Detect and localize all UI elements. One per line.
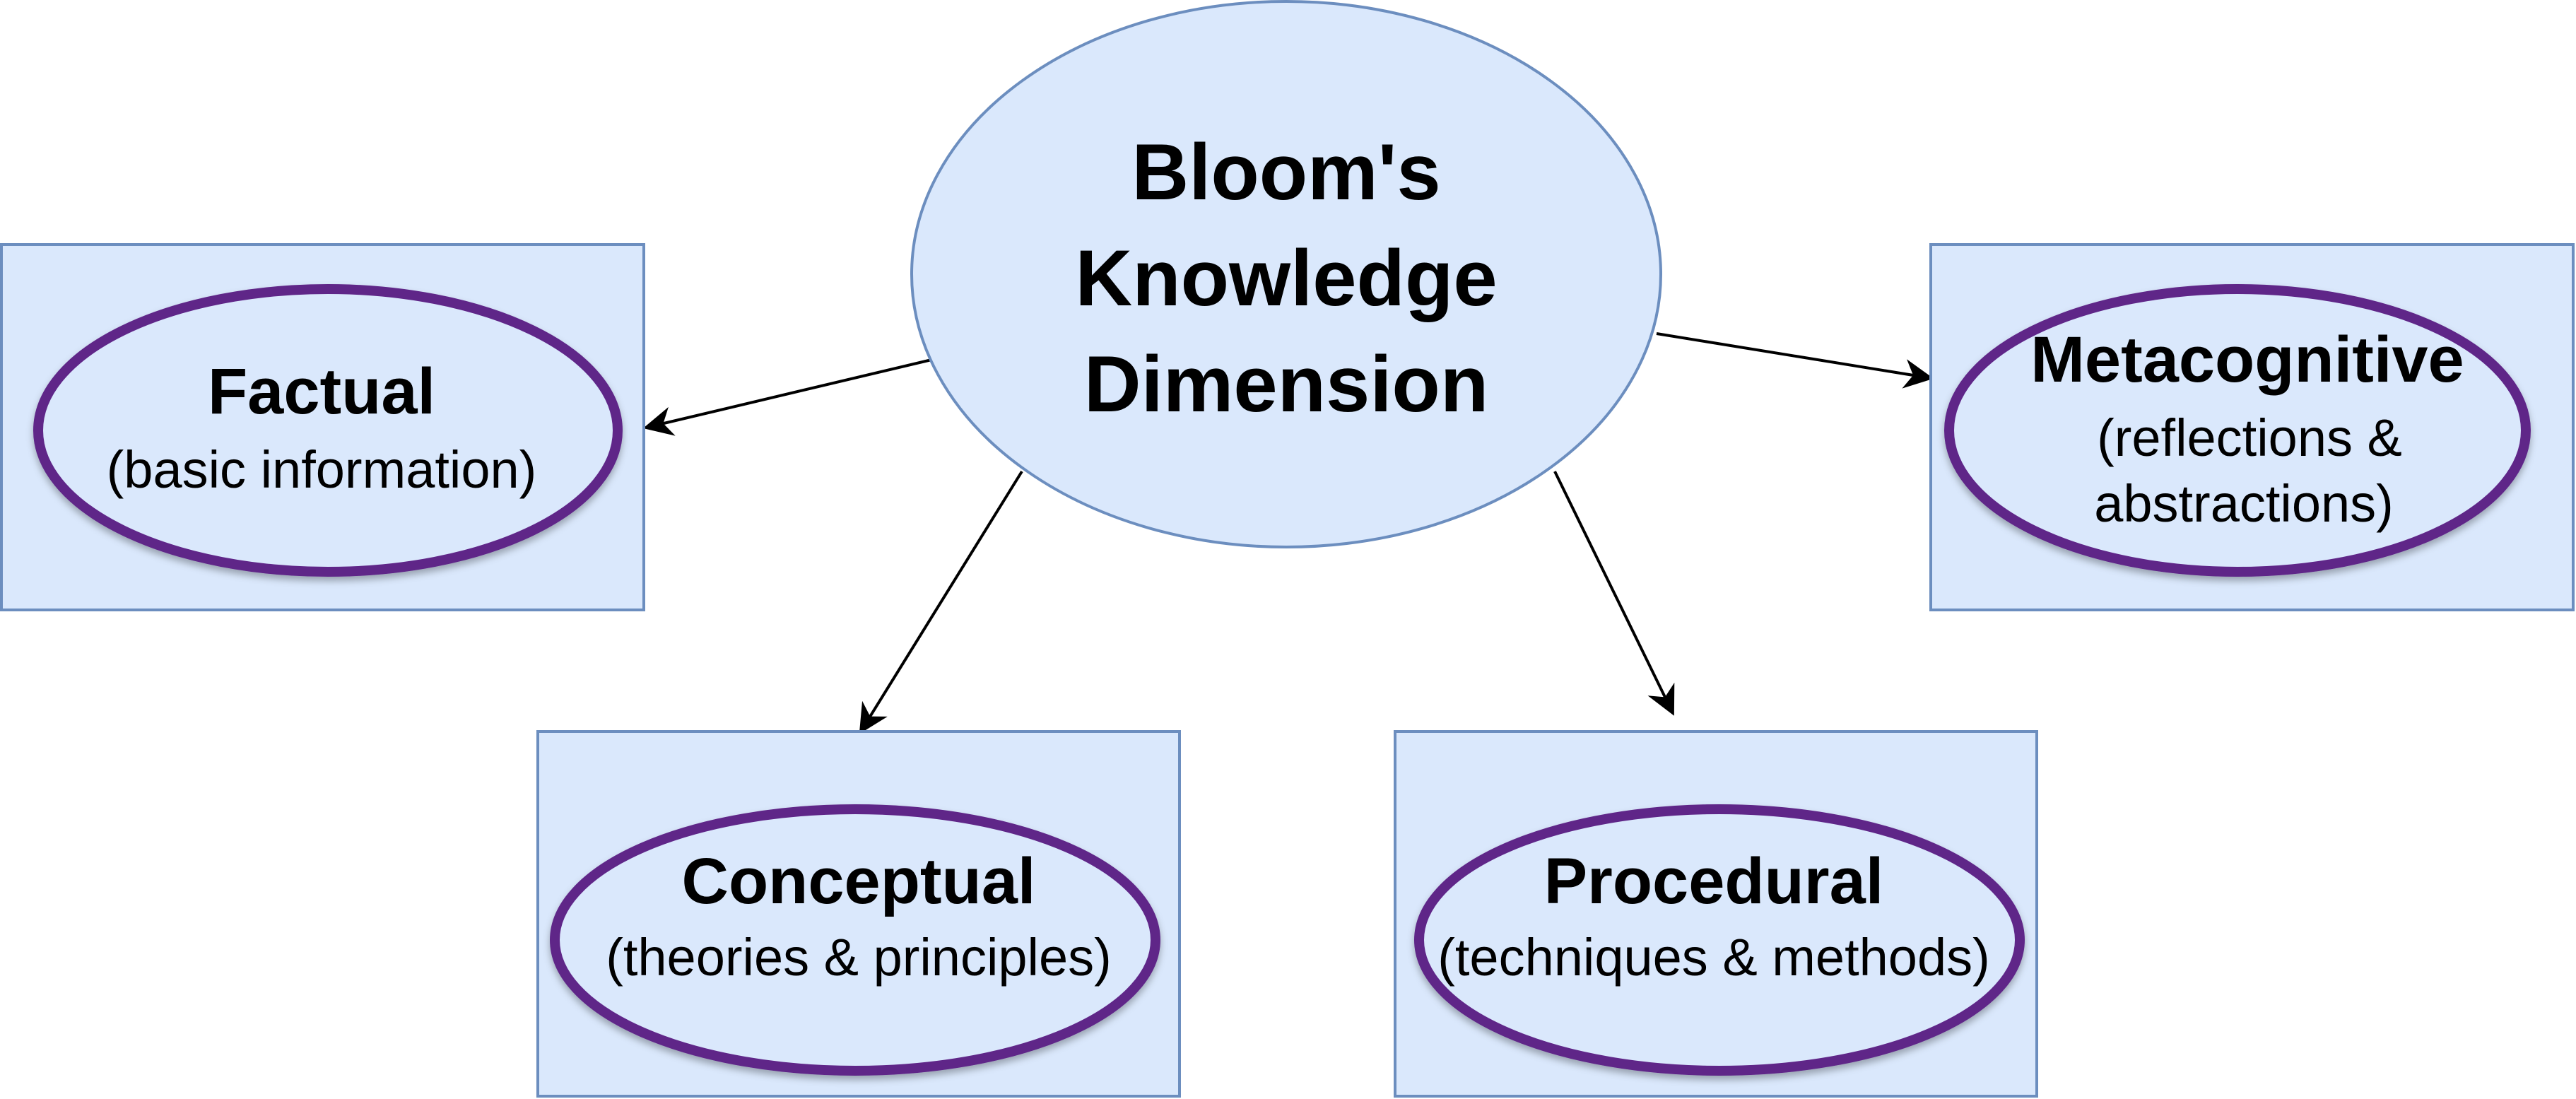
metacognitive-title: Metacognitive bbox=[2030, 324, 2464, 396]
factual-ellipse bbox=[33, 284, 623, 577]
node-procedural[interactable]: Procedural (techniques & methods) bbox=[1394, 730, 2038, 1098]
center-title-line-1: Bloom's bbox=[1131, 128, 1440, 216]
center-ellipse bbox=[910, 0, 1662, 548]
edge-center-procedural bbox=[1553, 471, 1675, 716]
node-factual[interactable]: Factual (basic information) bbox=[0, 243, 645, 611]
conceptual-ellipse bbox=[550, 804, 1160, 1076]
procedural-subtitle: (techniques & methods) bbox=[1437, 928, 1990, 987]
edge-center-factual bbox=[642, 358, 932, 436]
center-title-line-3: Dimension bbox=[1084, 340, 1489, 428]
center-title-line-2: Knowledge bbox=[1075, 234, 1497, 322]
edge-center-conceptual bbox=[859, 470, 1023, 734]
procedural-title: Procedural bbox=[1544, 845, 1884, 917]
node-metacognitive[interactable]: Metacognitive (reflections & abstraction… bbox=[1929, 243, 2575, 611]
node-conceptual[interactable]: Conceptual (theories & principles) bbox=[536, 730, 1181, 1098]
metacognitive-subtitle-line-1: (reflections & bbox=[2097, 409, 2402, 467]
factual-title: Factual bbox=[208, 355, 435, 428]
conceptual-subtitle: (theories & principles) bbox=[606, 928, 1112, 987]
node-center[interactable]: Bloom's Knowledge Dimension bbox=[910, 0, 1662, 548]
procedural-ellipse bbox=[1414, 804, 2025, 1076]
factual-subtitle: (basic information) bbox=[107, 440, 537, 499]
metacognitive-ellipse bbox=[1944, 284, 2531, 577]
edges bbox=[642, 332, 1934, 734]
edge-center-metacognitive bbox=[1656, 332, 1934, 389]
conceptual-title: Conceptual bbox=[682, 845, 1036, 917]
metacognitive-subtitle-line-2: abstractions) bbox=[2094, 474, 2394, 533]
